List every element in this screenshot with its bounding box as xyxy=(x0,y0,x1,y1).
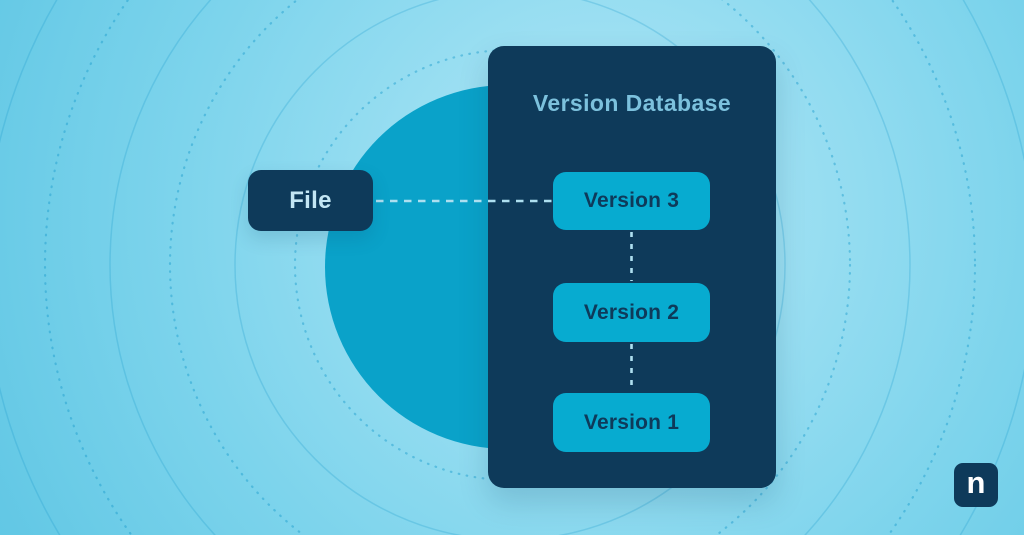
version-node-3: Version 3 xyxy=(553,172,710,230)
ninjaone-logo: n xyxy=(954,463,998,507)
file-node: File xyxy=(248,170,373,231)
version-database-panel: Version Database Version 3 Version 2 Ver… xyxy=(488,46,776,488)
ripple-circle-dotted xyxy=(169,0,851,535)
version-node-1-label: Version 1 xyxy=(583,410,680,434)
ripple-circle xyxy=(109,0,911,535)
ninjaone-logo-letter: n xyxy=(966,464,986,500)
version-node-3-label: Version 3 xyxy=(583,189,680,212)
ripple-circle-dotted xyxy=(44,0,976,535)
version-node-2: Version 2 xyxy=(553,283,710,342)
version-node-2-label: Version 2 xyxy=(583,300,680,324)
ripple-circle xyxy=(234,0,786,535)
panel-title: Version Database xyxy=(532,90,732,116)
version-node-1: Version 1 xyxy=(553,393,710,452)
file-node-label: File xyxy=(289,186,332,214)
